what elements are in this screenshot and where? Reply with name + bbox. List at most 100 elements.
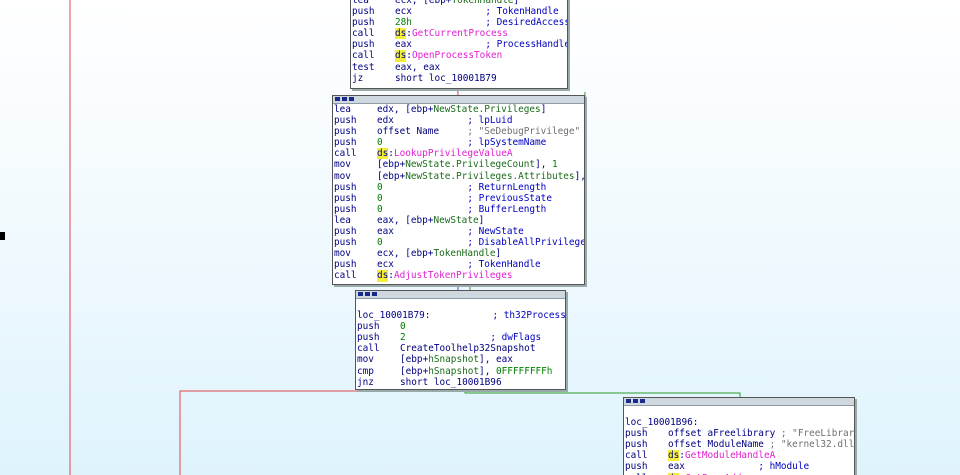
asm-operand-sym: hSnapshot [428, 354, 480, 366]
asm-operand-op: ] [540, 104, 547, 115]
block-title-bar[interactable] [356, 291, 565, 299]
asm-mnemonic: push [357, 321, 380, 333]
asm-operand-strc: ; "SeDebugPrivilege" [467, 126, 581, 138]
asm-mnemonic: push [334, 126, 357, 138]
asm-line[interactable]: mov [ebp+hSnapshot], eax [357, 354, 565, 365]
asm-mnemonic: lea [352, 0, 369, 6]
asm-operand-op: eax [395, 39, 486, 51]
asm-line[interactable] [625, 406, 854, 417]
asm-line[interactable]: mov[ebp+NewState.PrivilegeCount], 1 [334, 159, 584, 170]
asm-operand-lbl: loc_10001B79: [357, 310, 493, 322]
asm-operand-op: short loc_10001B79 [395, 72, 497, 84]
asm-line[interactable]: push offset aFreelibrary ; "FreeLibrary" [625, 428, 854, 439]
asm-operand-op: ecx [377, 259, 468, 271]
asm-operand-num: 28h [395, 17, 486, 29]
asm-operand-op: edx [377, 115, 468, 127]
asm-line[interactable]: push 0 ; DisableAllPrivileges [334, 237, 584, 248]
asm-operand-strc: ; "FreeLibrary" [780, 428, 855, 440]
asm-line[interactable]: loc_10001B79: ; th32ProcessID [357, 310, 565, 321]
asm-mnemonic: push [334, 237, 357, 249]
asm-operand-op: CreateToolhelp32Snapshot [400, 343, 536, 355]
asm-operand-op: short loc_10001B96 [400, 376, 502, 388]
asm-mnemonic: cmp [357, 365, 374, 377]
block-title-bar[interactable] [624, 398, 854, 406]
asm-mnemonic: push [352, 6, 375, 18]
asm-operand-sym: hSnapshot [428, 365, 480, 377]
asm-line[interactable]: push 0 [357, 321, 565, 332]
asm-operand-op: [ebp+ [400, 354, 429, 366]
edge-red-b3-down [179, 389, 456, 475]
asm-operand-num: 0 [377, 181, 468, 193]
asm-operand-cmt: ; ReturnLength [467, 181, 547, 193]
asm-mnemonic: mov [357, 354, 374, 366]
asm-mnemonic: test [352, 61, 375, 73]
edge-green-b3-b4 [464, 389, 741, 397]
asm-operand-sym: TokenHandle [433, 248, 496, 260]
asm-operand-num: 0 [377, 237, 468, 249]
asm-mnemonic: push [625, 439, 648, 451]
asm-operand-num: 0 [400, 321, 406, 333]
asm-line[interactable]: mov[ebp+NewState.Privileges.Attributes],… [334, 171, 584, 182]
asm-operand-sym: TokenHandle [451, 0, 514, 6]
asm-operand-cmt: ; BufferLength [467, 203, 547, 215]
asm-operand-op: eax, [ebp+ [377, 214, 434, 226]
asm-operand-cmt: ; DisableAllPrivileges [467, 237, 585, 249]
asm-operand-num: 0 [377, 192, 468, 204]
block-title-bar[interactable] [333, 96, 584, 104]
asm-operand-sym: NewState.Privileges.Attributes [405, 170, 575, 182]
asm-mnemonic: push [625, 428, 648, 440]
asm-operand-cmt: ; lpLuid [467, 115, 513, 127]
asm-line[interactable]: cmp[ebp+hSnapshot], 0FFFFFFFFh [357, 366, 565, 377]
asm-operand-op: offset aFreelibrary [668, 428, 781, 440]
asm-operand-op: ecx, [ebp+ [395, 0, 452, 6]
asm-mnemonic: push [357, 332, 380, 344]
asm-line[interactable] [357, 299, 565, 310]
asm-operand-op: ] [478, 214, 485, 226]
asm-mnemonic: push [334, 259, 357, 271]
asm-operand-ds: ds [395, 28, 407, 40]
asm-line[interactable]: push 0 ; ReturnLength [334, 182, 584, 193]
asm-line[interactable]: loc_10001B96: [625, 417, 854, 428]
code-block-loc-10001b79[interactable]: loc_10001B79: ; th32ProcessIDpush0push2 … [355, 290, 566, 390]
block-icon [349, 97, 354, 101]
scroll-marker [0, 232, 5, 240]
asm-mnemonic: push [334, 181, 357, 193]
asm-operand-num: 0 [377, 203, 468, 215]
asm-operand-imp: LookupPrivilegeValueA [393, 148, 513, 160]
asm-operand-op: ], [479, 365, 496, 377]
asm-operand-op: ], eax [479, 354, 513, 366]
